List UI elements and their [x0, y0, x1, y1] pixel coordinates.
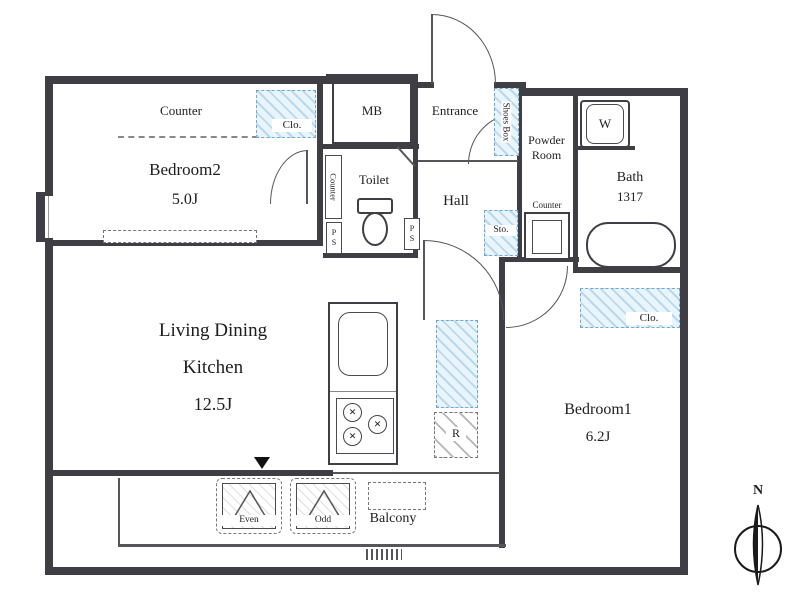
window	[45, 196, 53, 238]
wall-segment	[499, 257, 505, 548]
counter-label-hall: Counter	[532, 200, 562, 210]
wall-segment	[573, 146, 635, 150]
toilet-label: Toilet	[358, 172, 390, 187]
pipe-space-right-label: PS	[407, 224, 417, 244]
shoes-box-label: Shoes Box	[501, 101, 512, 143]
burner-icon: ✕	[343, 427, 362, 446]
balcony-drain-hatch	[366, 549, 402, 560]
wall-segment	[413, 144, 418, 258]
wall-segment	[573, 88, 578, 272]
wall-segment	[323, 144, 419, 149]
hatch-odd-label: Odd	[296, 515, 350, 526]
fridge-label: R	[446, 426, 466, 441]
bedroom1-size: 6.2J	[585, 429, 611, 445]
bedroom2-size: 5.0J	[171, 191, 199, 208]
ldk-size: 12.5J	[193, 394, 233, 414]
hall-label: Hall	[443, 193, 469, 209]
toilet-bowl	[362, 212, 388, 246]
ldk-name-2: Kitchen	[182, 357, 244, 378]
wall-segment	[517, 86, 522, 262]
hatch-odd-triangle-icon	[303, 489, 345, 525]
wall-segment	[317, 82, 323, 246]
kitchen-sink	[338, 312, 388, 376]
wall-segment	[326, 74, 418, 82]
bedroom2-name: Bedroom2	[149, 160, 221, 179]
compass-icon	[734, 504, 782, 586]
wall-segment	[45, 76, 53, 575]
closet-bedroom1-label: Clo.	[626, 312, 672, 325]
bedroom2-sliding-door	[103, 230, 257, 243]
bedroom2-door-panel	[306, 150, 308, 204]
entrance-door-arc	[432, 14, 496, 84]
burner-icon: ✕	[368, 415, 387, 434]
wall-segment	[520, 88, 688, 96]
window-line	[48, 196, 49, 238]
powder-room-label-1: Powder	[528, 133, 565, 147]
meter-box	[332, 82, 412, 144]
marker-triangle-icon	[254, 457, 270, 469]
wall-segment	[573, 267, 688, 273]
entrance-door-panel	[431, 14, 433, 84]
ldk-name-1: Living Dining	[158, 320, 268, 341]
hatch-even-label: Even	[222, 515, 276, 526]
stove: ✕ ✕ ✕	[336, 398, 394, 454]
pipe-space-right: PS	[404, 218, 420, 250]
balcony-opening-line	[333, 472, 500, 474]
compass-north-label: N	[752, 483, 764, 498]
balcony-label: Balcony	[369, 511, 417, 526]
counter-label-bedroom2: Counter	[160, 103, 202, 118]
balcony-edge	[118, 478, 120, 546]
pipe-space-left-label: PS	[329, 228, 339, 248]
balcony-dashed-area	[368, 482, 426, 510]
bath-name: Bath	[616, 170, 644, 185]
closet-bedroom2-label: Clo.	[272, 119, 312, 132]
toilet-counter: Counter	[325, 155, 342, 219]
wall-segment	[45, 76, 332, 84]
balcony-railing	[118, 544, 506, 547]
counter-edge-line	[118, 136, 258, 138]
wall-segment	[412, 82, 434, 88]
wall-segment	[323, 253, 418, 258]
vanity-basin	[532, 220, 562, 254]
hall-door-panel	[423, 240, 425, 320]
bedroom1-name: Bedroom1	[564, 401, 632, 418]
pipe-space-left: PS	[326, 222, 342, 254]
hatch-odd-box	[296, 483, 350, 529]
washer-label: W	[598, 116, 612, 131]
wall-segment	[680, 88, 688, 575]
pantry-hatch	[436, 320, 478, 408]
wall-segment	[494, 82, 526, 88]
burner-icon: ✕	[343, 403, 362, 422]
washer-drum	[586, 104, 624, 144]
shoes-box: Shoes Box	[494, 88, 519, 156]
bedroom1-door-arc	[506, 266, 568, 328]
powder-room-label-2: Room	[531, 148, 562, 162]
entrance-label: Entrance	[431, 103, 479, 118]
wall-segment	[412, 80, 418, 146]
toilet-counter-label: Counter	[328, 173, 339, 201]
meter-box-label: MB	[361, 103, 383, 118]
bathtub	[586, 222, 676, 268]
kitchen-divider-line	[330, 391, 396, 392]
wall-segment	[45, 567, 688, 575]
hatch-even-triangle-icon	[229, 489, 271, 525]
bath-size: 1317	[617, 189, 643, 204]
pipe-duct	[36, 192, 45, 242]
wall-segment	[53, 240, 321, 246]
wall-segment	[45, 470, 333, 476]
bedroom2-door-arc	[270, 150, 308, 204]
storage-label: Sto.	[486, 225, 516, 236]
